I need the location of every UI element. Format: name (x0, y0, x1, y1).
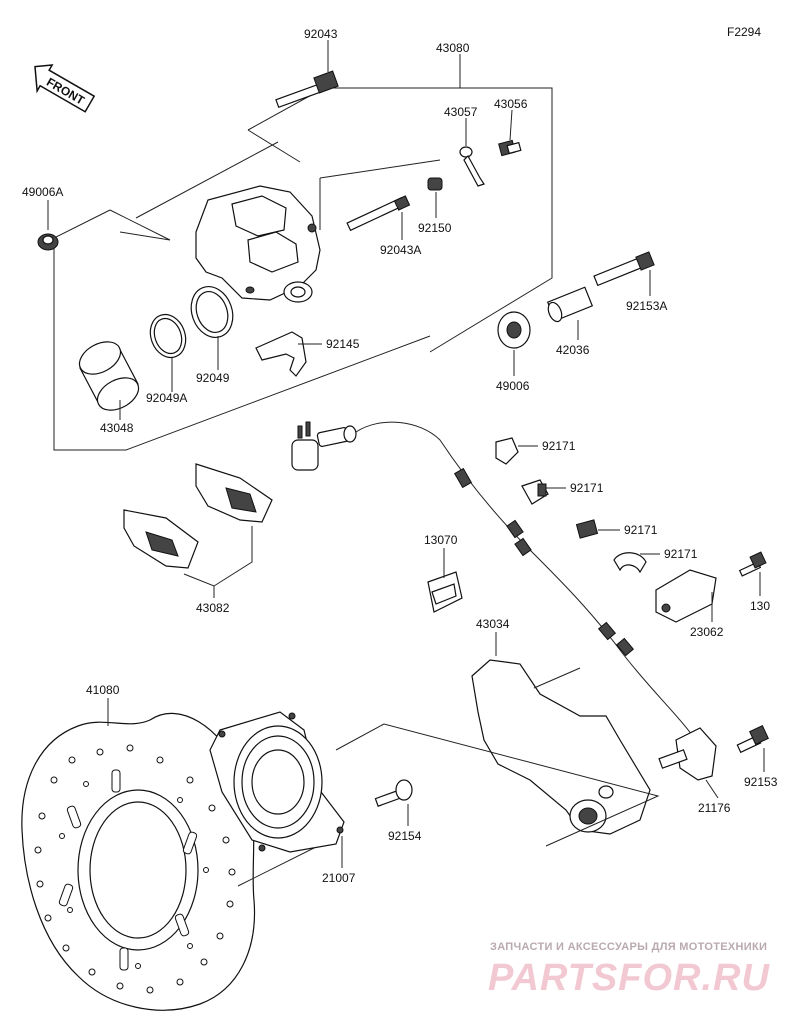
label-49006: 49006 (496, 379, 530, 393)
label-43034: 43034 (476, 617, 510, 631)
label-43048: 43048 (100, 421, 134, 435)
bushing-49006 (497, 311, 531, 349)
brake-pad-lower (123, 509, 199, 569)
watermark-tagline: ЗАПЧАСТИ И АКСЕССУАРЫ ДЛЯ МОТОТЕХНИКИ (490, 941, 767, 953)
label-92049A: 92049A (146, 391, 187, 405)
clamp-92171-b (521, 479, 549, 505)
label-21007: 21007 (322, 871, 356, 885)
clamp-92171-d (613, 552, 647, 574)
caliper-bolt-92043 (275, 70, 339, 109)
label-92171-a: 92171 (542, 439, 576, 453)
brake-caliper-body (195, 185, 321, 303)
label-23062: 23062 (690, 625, 724, 639)
piston-43048 (78, 341, 140, 411)
label-92153: 92153 (744, 775, 778, 789)
abs-sensor-connector (291, 421, 357, 471)
sleeve-42036 (546, 286, 594, 323)
abs-sensor-rotor-21007 (209, 711, 345, 853)
disc-vent-holes (34, 744, 236, 994)
front-direction-arrow: FRONT (34, 64, 96, 113)
caliper-assembly-outline (53, 40, 553, 451)
label-49006A: 49006A (22, 185, 63, 199)
watermark-brand: PARTSFOR.RU (488, 957, 770, 999)
label-43057: 43057 (444, 105, 478, 119)
label-92043: 92043 (304, 27, 338, 41)
rubber-cap-92150 (427, 177, 443, 191)
label-42036: 42036 (556, 343, 590, 357)
bolt-92153A (593, 251, 655, 287)
bolt-92153 (736, 725, 769, 754)
label-43080: 43080 (436, 41, 470, 55)
figure-code: F2294 (727, 25, 761, 39)
caliper-bracket-43034 (471, 659, 651, 835)
clamp-92171-a (495, 437, 519, 465)
brake-disc-41080 (21, 712, 256, 1011)
label-92154: 92154 (388, 829, 422, 843)
label-92049: 92049 (196, 371, 230, 385)
dust-seal-92049A (149, 313, 187, 359)
wire-grommets (453, 467, 635, 657)
bleeder-valve-43056 (498, 139, 522, 157)
guide-13070 (427, 571, 463, 613)
bracket-23062 (655, 569, 717, 623)
label-13070: 13070 (424, 533, 458, 547)
nut-49006A (37, 233, 59, 251)
disc-slots (58, 769, 198, 971)
bleeder-cap-43057 (459, 146, 485, 187)
label-92145: 92145 (326, 337, 360, 351)
label-43056: 43056 (494, 97, 528, 111)
label-92153A: 92153A (626, 299, 667, 313)
label-130: 130 (750, 599, 770, 613)
pin-92043A (346, 195, 411, 232)
label-92171-c: 92171 (624, 523, 658, 537)
clamp-92171-c (575, 519, 599, 539)
piston-seal-92049 (190, 286, 234, 338)
label-92171-b: 92171 (570, 481, 604, 495)
bolt-92154 (374, 779, 413, 807)
label-92150: 92150 (418, 221, 452, 235)
label-41080: 41080 (86, 683, 120, 697)
pad-spring-92145 (255, 331, 307, 377)
brake-pad-upper (195, 463, 273, 523)
bolt-130 (738, 551, 767, 577)
label-92043A: 92043A (380, 243, 421, 257)
wheel-speed-sensor-21176 (658, 727, 717, 781)
label-21176: 21176 (698, 801, 731, 815)
label-92171-d: 92171 (664, 547, 698, 561)
label-43082: 43082 (196, 601, 230, 615)
